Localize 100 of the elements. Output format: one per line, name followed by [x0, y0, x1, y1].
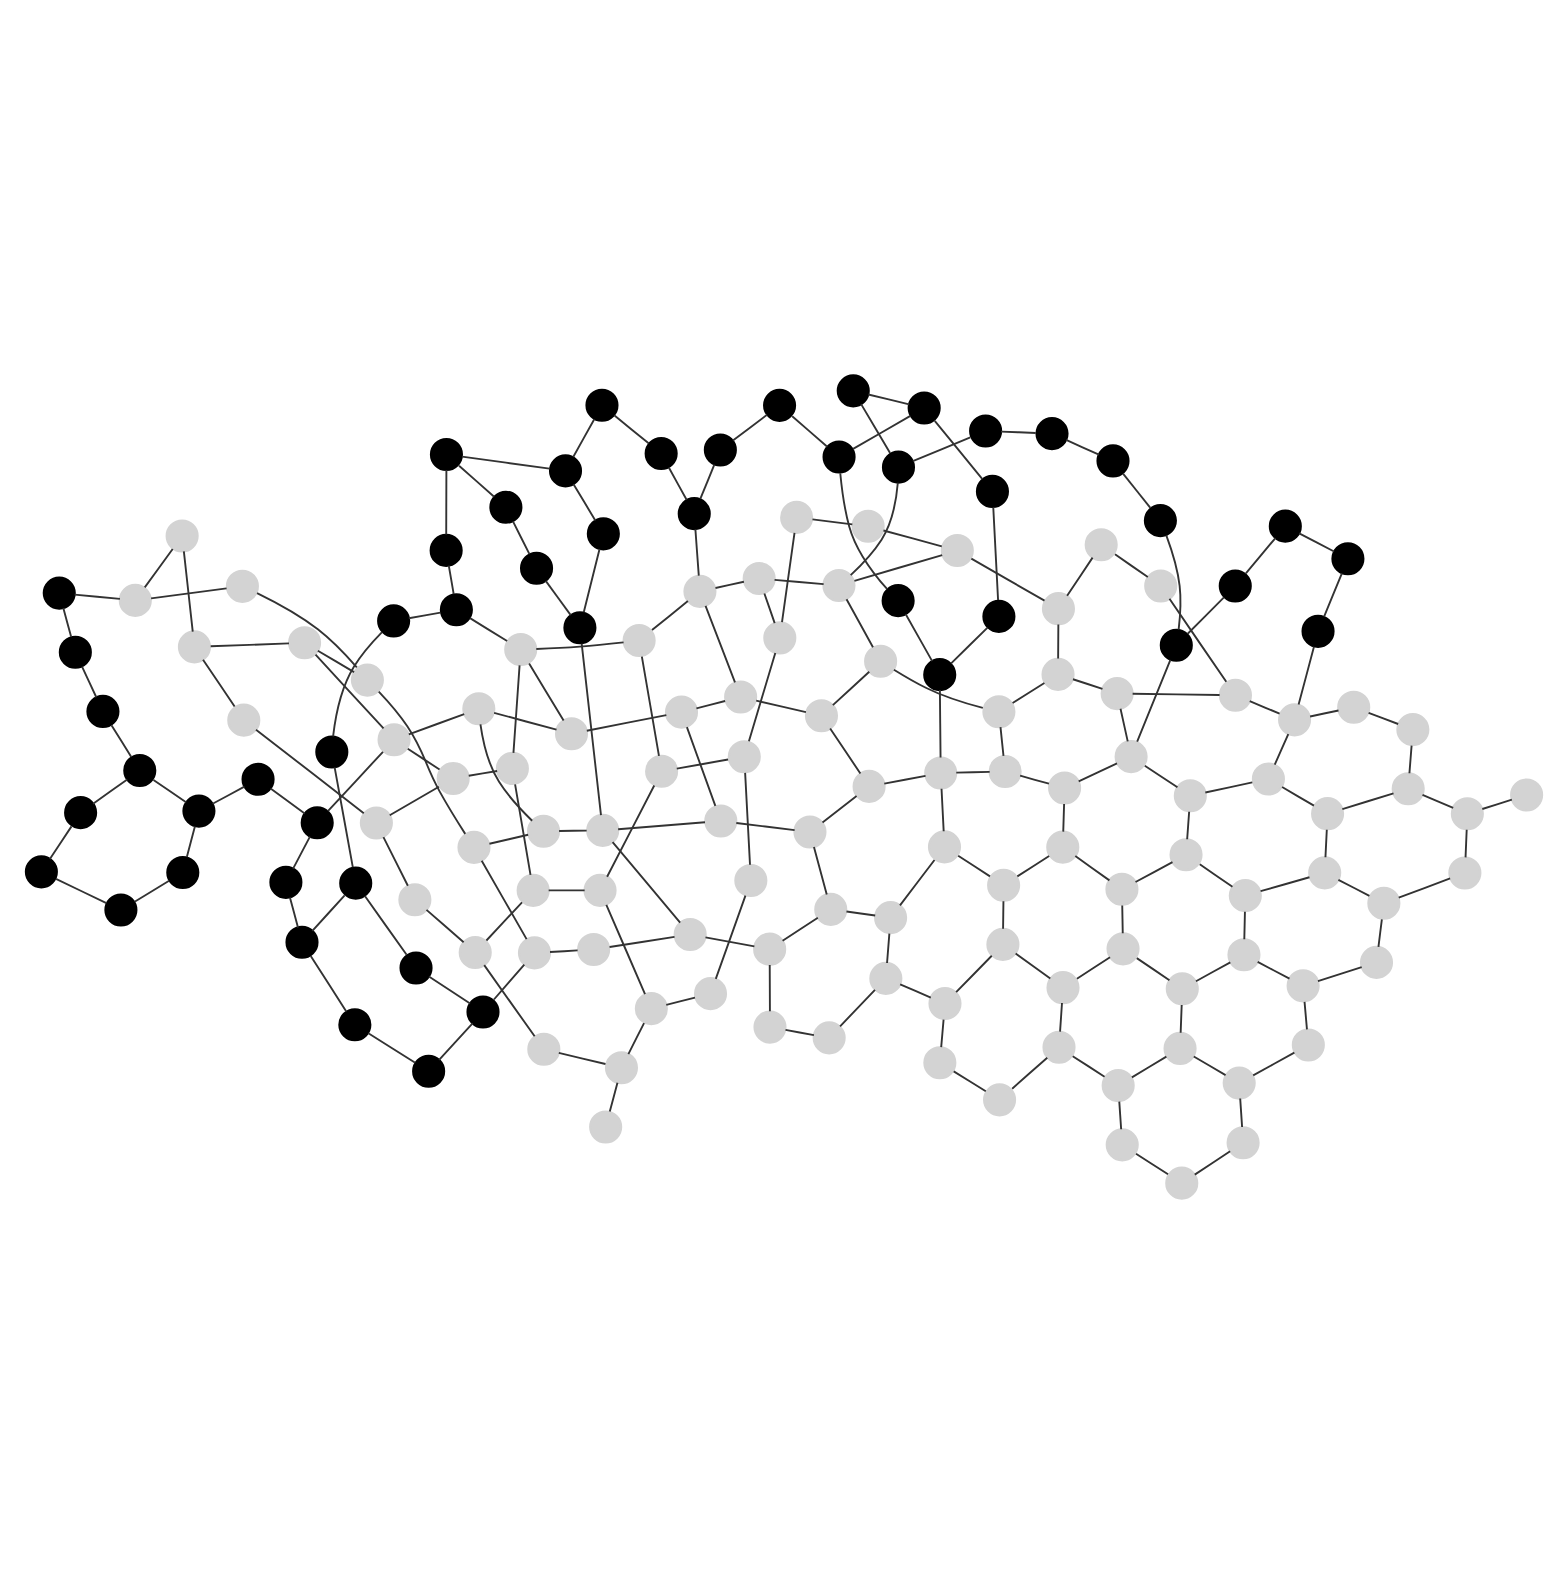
connector — [1337, 877, 1371, 896]
node-circle — [527, 813, 561, 847]
connector — [1011, 681, 1046, 703]
connector — [445, 468, 448, 535]
node-circle — [359, 805, 393, 839]
node-circle — [822, 567, 856, 601]
connector — [1248, 699, 1281, 714]
node-circle — [288, 625, 322, 659]
connector — [1002, 899, 1005, 929]
node-circle — [586, 812, 620, 846]
node-circle — [814, 891, 848, 925]
connector — [73, 592, 121, 599]
node-circle — [165, 518, 199, 552]
node-circle — [1359, 944, 1394, 978]
connector — [1165, 533, 1182, 630]
connector — [1074, 854, 1111, 881]
node-circle — [1042, 1029, 1076, 1063]
node-circle — [1048, 770, 1082, 804]
connector — [1195, 960, 1232, 982]
connector — [1323, 571, 1343, 617]
node-circle — [589, 1109, 623, 1143]
connector — [791, 414, 829, 447]
node-circle — [182, 793, 216, 827]
node-circle — [1228, 878, 1262, 912]
connector — [202, 657, 236, 707]
connector — [572, 482, 597, 521]
connector — [1072, 677, 1104, 689]
node-circle — [1046, 970, 1080, 1004]
node-circle — [1227, 937, 1261, 971]
connector — [572, 417, 596, 457]
connector — [406, 746, 441, 770]
connector — [1421, 792, 1455, 808]
connector — [461, 454, 551, 469]
connector — [289, 895, 299, 928]
node-circle — [822, 439, 856, 473]
node-circle — [1331, 541, 1365, 575]
connector — [651, 599, 689, 631]
connector — [269, 786, 306, 814]
node-circle — [982, 598, 1016, 632]
connector — [1243, 909, 1246, 940]
node-circle — [1311, 796, 1345, 830]
connector — [608, 1080, 619, 1112]
connector — [185, 824, 196, 857]
node-circle — [516, 872, 550, 906]
node-circle — [457, 829, 491, 863]
node-circle — [123, 753, 157, 787]
node-circle — [398, 882, 432, 916]
connector — [458, 463, 496, 497]
connector — [933, 418, 984, 480]
node-circle — [793, 814, 827, 848]
node-circle — [923, 657, 957, 691]
node-circle — [1301, 613, 1335, 647]
connector — [332, 630, 383, 737]
node-circle — [1291, 1027, 1325, 1061]
node-circle — [350, 662, 384, 696]
connector — [640, 654, 660, 756]
node-circle — [704, 803, 738, 837]
connector — [447, 563, 455, 595]
node-circle — [622, 623, 656, 657]
connector — [675, 757, 730, 769]
connector — [1481, 797, 1513, 809]
connector — [781, 530, 796, 623]
node-circle — [1251, 761, 1285, 795]
node-circle — [1101, 1068, 1135, 1102]
connector — [940, 786, 945, 832]
connector — [1303, 999, 1308, 1030]
connector — [1143, 763, 1179, 788]
connector — [512, 519, 531, 555]
node-circle — [673, 916, 707, 951]
connector — [427, 974, 472, 1004]
node-circle — [1159, 627, 1193, 661]
node-circle — [563, 610, 597, 644]
node-circle — [923, 1045, 957, 1079]
node-circle — [1096, 443, 1130, 477]
node-circle — [763, 387, 797, 421]
node-circle — [1396, 712, 1430, 746]
connector — [1059, 1001, 1063, 1032]
connector — [81, 664, 98, 698]
connector — [831, 669, 871, 706]
connector — [544, 578, 572, 616]
node-circle — [753, 1009, 787, 1043]
node-circle — [1041, 591, 1075, 625]
node-circle — [975, 473, 1009, 507]
connector — [893, 667, 984, 708]
node-circle — [377, 722, 411, 756]
node-circle — [166, 854, 200, 889]
node-circle — [554, 716, 589, 750]
node-circle — [677, 496, 711, 530]
connector — [957, 853, 991, 877]
node-circle — [703, 432, 737, 466]
connector — [811, 517, 854, 525]
connector — [955, 769, 991, 773]
node-circle — [177, 629, 211, 663]
node-circle — [517, 935, 552, 969]
connector — [1065, 437, 1100, 455]
node-circle — [583, 872, 617, 906]
connector — [695, 699, 727, 709]
connector — [382, 835, 409, 886]
node-circle — [927, 829, 962, 863]
connector — [480, 858, 528, 940]
